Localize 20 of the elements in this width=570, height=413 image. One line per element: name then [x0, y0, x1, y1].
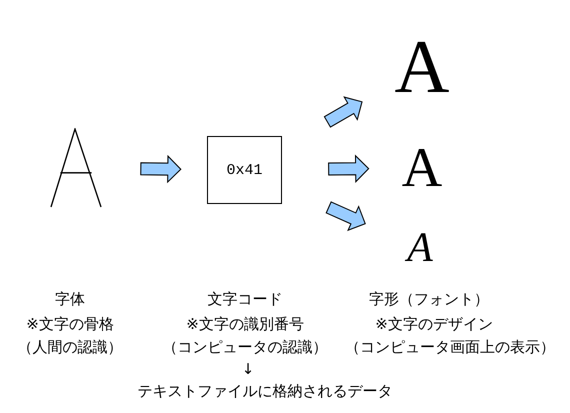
caption-text: （コンピュータの認識）: [162, 338, 328, 356]
glyph-letter: A: [394, 34, 450, 100]
block-arrow: [328, 154, 370, 183]
caption-text: （コンピュータ画面上の表示）: [345, 338, 555, 356]
glyph-letter: A: [398, 228, 442, 268]
down-arrow-symbol: ↓: [242, 360, 254, 378]
code-box: 0x41: [207, 136, 282, 204]
block-arrow: [324, 96, 363, 128]
caption-text: ※文字のデザイン: [375, 315, 493, 333]
block-arrow: [326, 201, 366, 232]
block-arrow: [140, 154, 182, 184]
caption-text: 文字コード: [208, 290, 282, 308]
caption-text: ※文字の骨格: [26, 315, 114, 333]
caption-text: 字形（フォント）: [369, 290, 489, 308]
letter-skeleton-drawing: [50, 128, 102, 208]
glyph-letter: A: [401, 143, 443, 193]
caption-text: テキストファイルに格納されるデータ: [138, 382, 392, 400]
caption-text: （人間の認識）: [18, 338, 122, 356]
caption-text: 字体: [55, 290, 85, 308]
caption-text: ※文字の識別番号: [186, 315, 304, 333]
